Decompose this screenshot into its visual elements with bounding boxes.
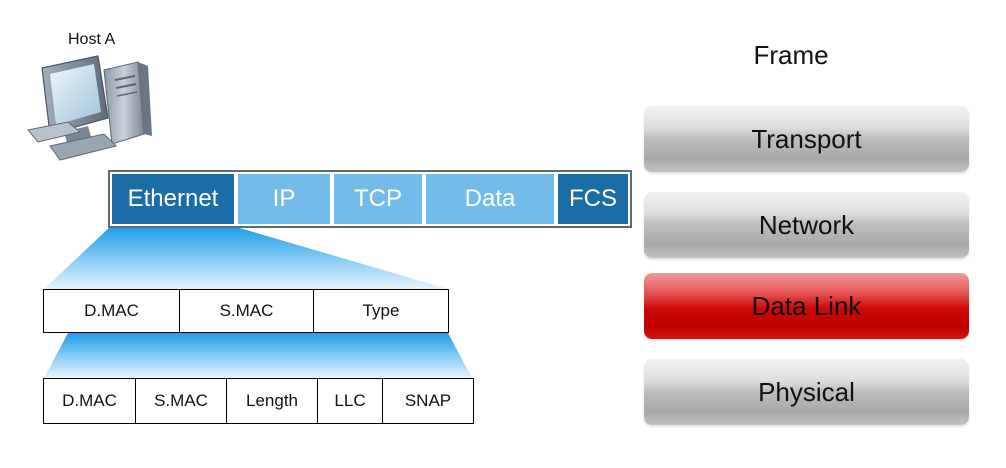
field-dmac: D.MAC [62,391,117,410]
segment-ip: IP [236,172,332,226]
segment-fcs: FCS [556,172,630,226]
ethernet-fan [44,227,448,289]
layer-transport: Transport [644,106,969,172]
field-length: Length [226,379,317,423]
field-llc: LLC [317,379,382,423]
segment-data: Data [424,172,556,226]
mac-fan [44,333,472,378]
segment-tcp: TCP [332,172,424,226]
ethernet-ii-fields: D.MAC S.MAC Type [43,289,449,333]
segment-ethernet: Ethernet [110,172,236,226]
layer-data-link: Data Link [644,273,969,339]
layer-network: Network [644,192,969,258]
layer-physical: Physical [644,359,969,425]
field-dmac: D.MAC [84,301,139,320]
field-smac: S.MAC [179,290,313,332]
frame-title: Frame [753,40,829,70]
ieee-8023-fields: D.MAC S.MAC Length LLC SNAP [43,378,474,424]
desktop-computer-icon [27,55,152,161]
field-smac: S.MAC [135,379,226,423]
field-snap: SNAP [382,379,473,423]
host-label: Host A [68,31,116,48]
field-type: Type [313,290,448,332]
